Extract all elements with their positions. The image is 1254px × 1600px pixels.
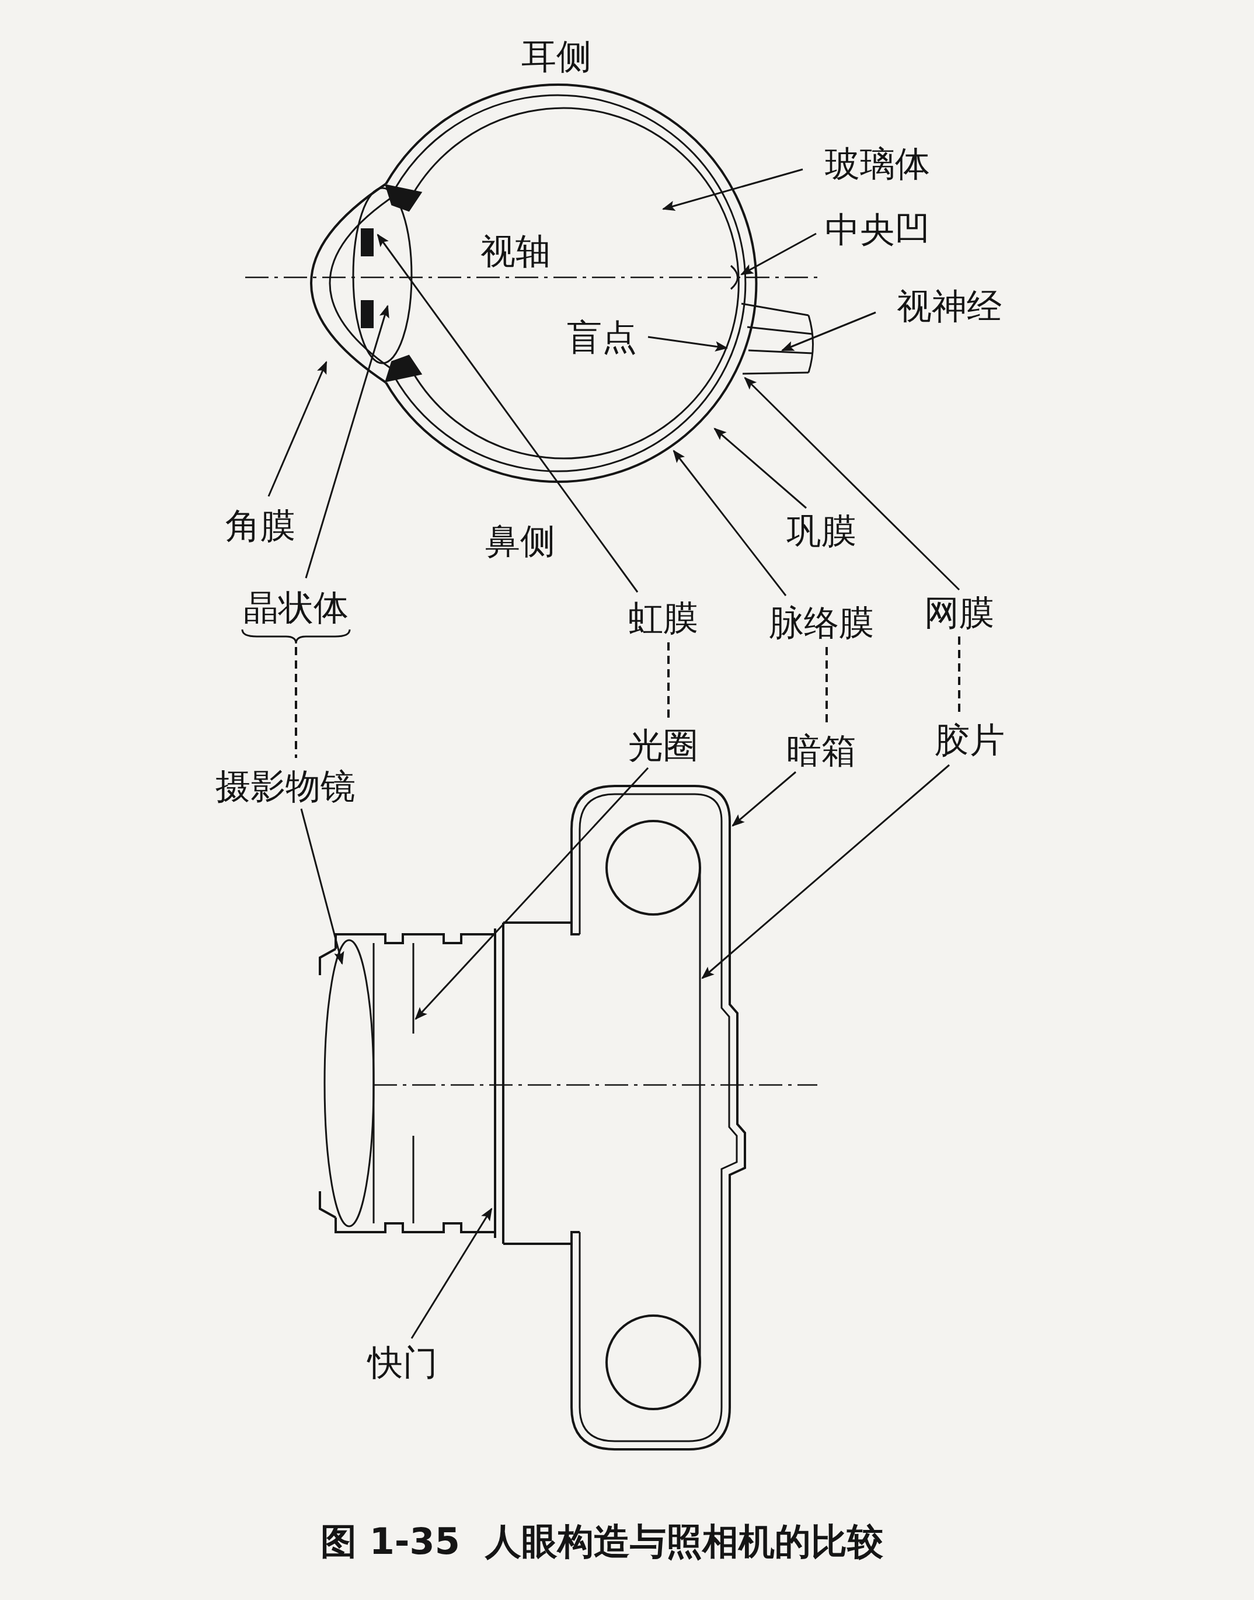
choroid-outline: [394, 95, 746, 472]
part-label: 鼻侧: [485, 523, 556, 559]
part-label: 巩膜: [786, 513, 857, 549]
leader-line: [782, 312, 876, 351]
part-label: 摄影物镜: [215, 768, 356, 804]
film-roller: [606, 1315, 700, 1409]
optic-nerve: [808, 315, 814, 373]
part-label: 中央凹: [824, 211, 930, 247]
film-roller: [606, 820, 700, 915]
leader-line: [741, 233, 817, 275]
aperture: [412, 1135, 415, 1224]
ciliary-body: [386, 185, 421, 211]
lens: [353, 187, 412, 364]
part-label: 脉络膜: [768, 604, 874, 640]
cornea-outline: [311, 183, 386, 383]
leader-line: [732, 771, 796, 826]
part-label: 角膜: [225, 507, 296, 543]
iris: [361, 301, 373, 327]
optical-axis: [373, 1084, 818, 1086]
leader-line: [673, 450, 786, 596]
optic-nerve: [742, 372, 809, 374]
leader-line: [305, 305, 388, 578]
leader-line: [301, 808, 343, 964]
camera-leaders: [301, 764, 950, 1339]
part-label: 暗箱: [786, 732, 857, 768]
dashed-link: [294, 646, 298, 758]
leader-line: [714, 428, 807, 508]
dashed-link: [825, 646, 828, 727]
camera-lens: [324, 939, 374, 1226]
part-label: 虹膜: [628, 600, 699, 636]
shutter: [493, 928, 497, 1238]
fovea: [730, 265, 738, 289]
leader-line: [744, 377, 960, 590]
part-label: 玻璃体: [824, 145, 930, 181]
film: [699, 867, 702, 1363]
aperture: [412, 942, 415, 1034]
lens-mount: [502, 922, 505, 1244]
eye-drawing: [245, 84, 818, 482]
iris: [361, 229, 373, 256]
camera-body: [571, 785, 745, 1449]
part-label: 视轴: [480, 233, 551, 269]
part-label: 晶状体: [243, 589, 349, 625]
brace: [242, 629, 350, 644]
leader-line: [377, 234, 638, 592]
part-label: 视神经: [896, 288, 1002, 324]
leader-line: [268, 361, 327, 497]
dashed-link: [667, 642, 670, 722]
optic-nerve: [741, 303, 809, 316]
leader-line: [648, 336, 727, 348]
cornea-inner: [329, 193, 397, 373]
dashed-link: [958, 636, 961, 717]
camera-body-inner: [579, 793, 737, 1441]
lens-barrel: [335, 1217, 496, 1232]
optic-nerve: [747, 326, 813, 334]
eye-leaders: [268, 169, 960, 596]
part-label: 光圈: [628, 727, 699, 763]
part-label: 胶片: [934, 722, 1005, 758]
lens-barrel: [335, 934, 496, 949]
ciliary-body: [386, 356, 421, 381]
visual-axis: [245, 276, 818, 279]
leader-line: [415, 767, 649, 1019]
lens-mount: [503, 922, 580, 1244]
part-label: 网膜: [924, 594, 995, 630]
leader-line: [411, 1208, 492, 1339]
part-label: 盲点: [566, 319, 637, 355]
leader-line: [663, 169, 803, 209]
retina-outline: [408, 108, 739, 459]
figure-caption: 图 1-35 人眼构造与照相机的比较: [320, 1523, 884, 1560]
sclera-outline: [385, 84, 757, 482]
leader-line: [702, 764, 950, 978]
correspondence-dashes: [295, 636, 960, 758]
part-label: 快门: [367, 1344, 438, 1380]
camera-drawing: [319, 785, 818, 1449]
part-label: 耳侧: [521, 38, 592, 74]
optic-nerve: [748, 350, 813, 354]
